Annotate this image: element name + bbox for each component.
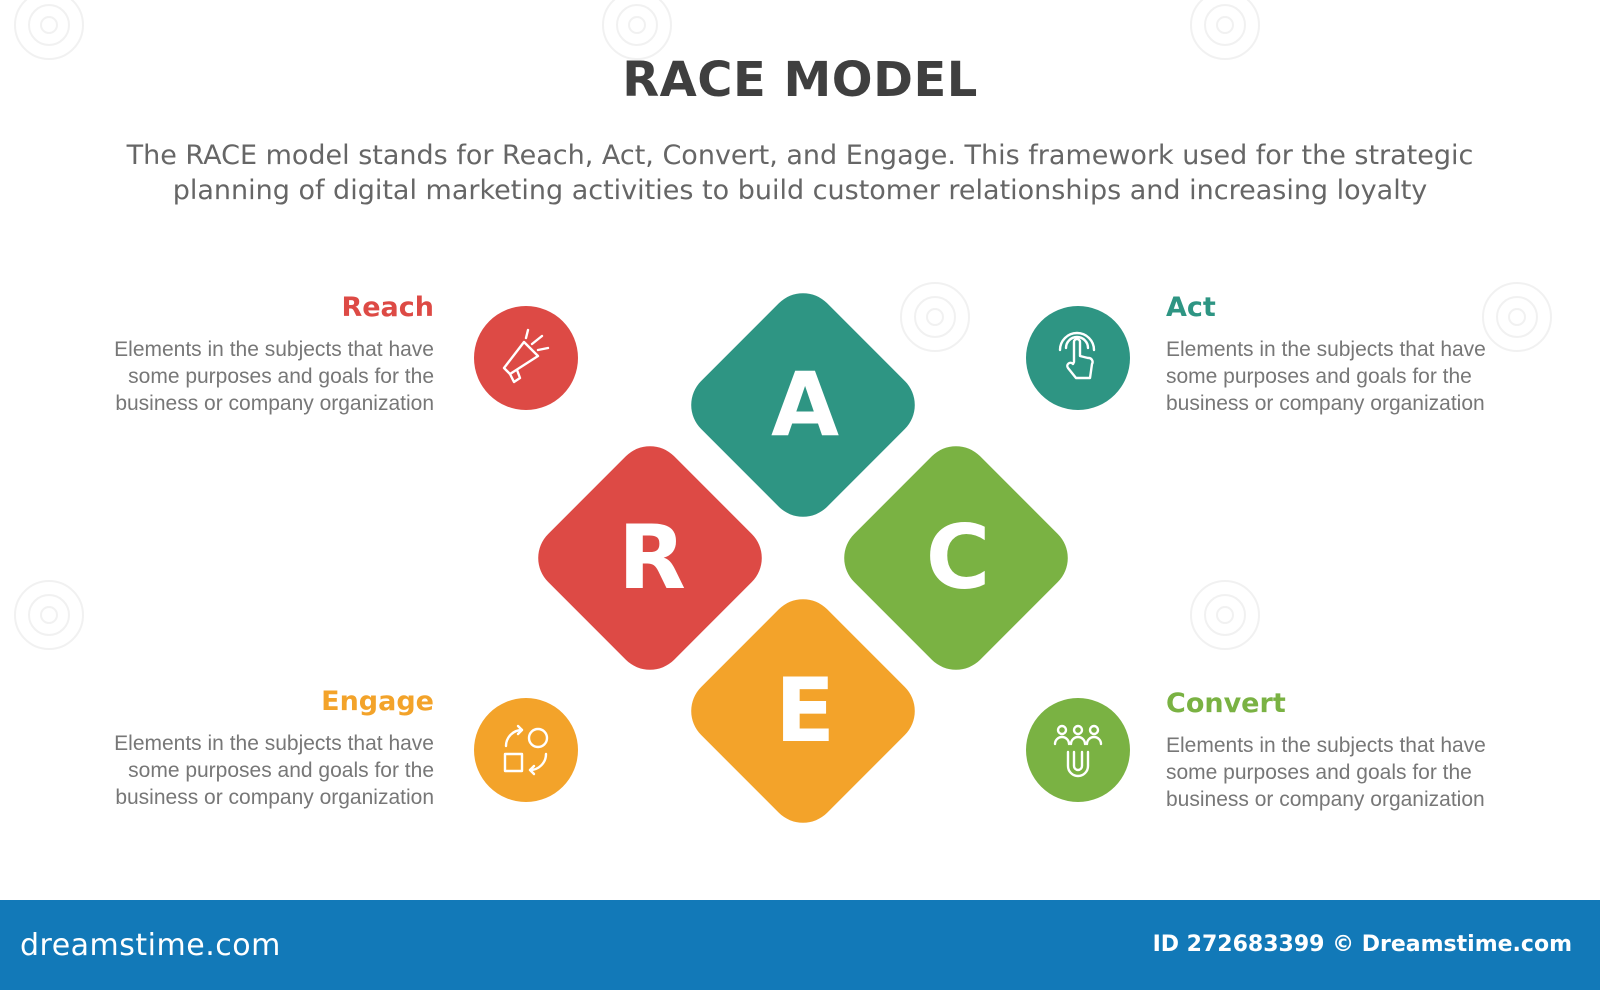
convert-heading: Convert [1166, 688, 1286, 719]
description-line: Elements in the subjects that have [1166, 338, 1486, 361]
page-title: RACE MODEL [622, 52, 978, 108]
subtitle-line: The RACE model stands for Reach, Act, Co… [126, 140, 1474, 171]
reach-heading: Reach [341, 292, 434, 323]
act-heading: Act [1166, 292, 1216, 323]
letter-r: R [618, 506, 686, 609]
description-line: some purposes and goals for the [128, 759, 434, 782]
touch-hand-icon [1058, 331, 1096, 380]
people-magnet-icon [1053, 724, 1103, 778]
description-line: Elements in the subjects that have [114, 732, 434, 755]
convert-description: Elements in the subjects that have some … [1166, 732, 1526, 813]
engage-heading: Engage [321, 686, 434, 717]
description-line: business or company organization [1166, 392, 1485, 415]
watermark-spiral-icon [14, 0, 84, 60]
letter-e: E [774, 659, 836, 762]
description-line: Elements in the subjects that have [1166, 734, 1486, 757]
page-subtitle: The RACE model stands for Reach, Act, Co… [80, 138, 1520, 208]
cycle-shapes-icon [503, 724, 549, 776]
watermark-spiral-icon [1482, 282, 1552, 352]
engage-description: Elements in the subjects that have some … [80, 730, 434, 811]
description-line: business or company organization [115, 786, 434, 809]
image-id-label: ID 272683399 © Dreamstime.com [1152, 932, 1572, 957]
description-line: business or company organization [1166, 788, 1485, 811]
megaphone-icon [502, 328, 550, 384]
convert-icon-circle [1026, 698, 1130, 802]
act-description: Elements in the subjects that have some … [1166, 336, 1526, 417]
watermark-footer: dreamstime.com ID 272683399 © Dreamstime… [0, 900, 1600, 990]
watermark-spiral-icon [900, 282, 970, 352]
watermark-spiral-icon [1190, 580, 1260, 650]
watermark-spiral-icon [14, 580, 84, 650]
letter-c: C [925, 506, 991, 609]
watermark-spiral-icon [602, 0, 672, 60]
dreamstime-logo: dreamstime.com [20, 928, 281, 963]
act-icon-circle [1026, 306, 1130, 410]
watermark-spiral-icon [1190, 0, 1260, 60]
description-line: Elements in the subjects that have [114, 338, 434, 361]
letter-a: A [770, 353, 840, 456]
description-line: some purposes and goals for the [1166, 761, 1472, 784]
reach-icon-circle [474, 306, 578, 410]
subtitle-line: planning of digital marketing activities… [172, 175, 1428, 206]
engage-icon-circle [474, 698, 578, 802]
reach-description: Elements in the subjects that have some … [80, 336, 434, 417]
description-line: some purposes and goals for the [1166, 365, 1472, 388]
description-line: business or company organization [115, 392, 434, 415]
description-line: some purposes and goals for the [128, 365, 434, 388]
